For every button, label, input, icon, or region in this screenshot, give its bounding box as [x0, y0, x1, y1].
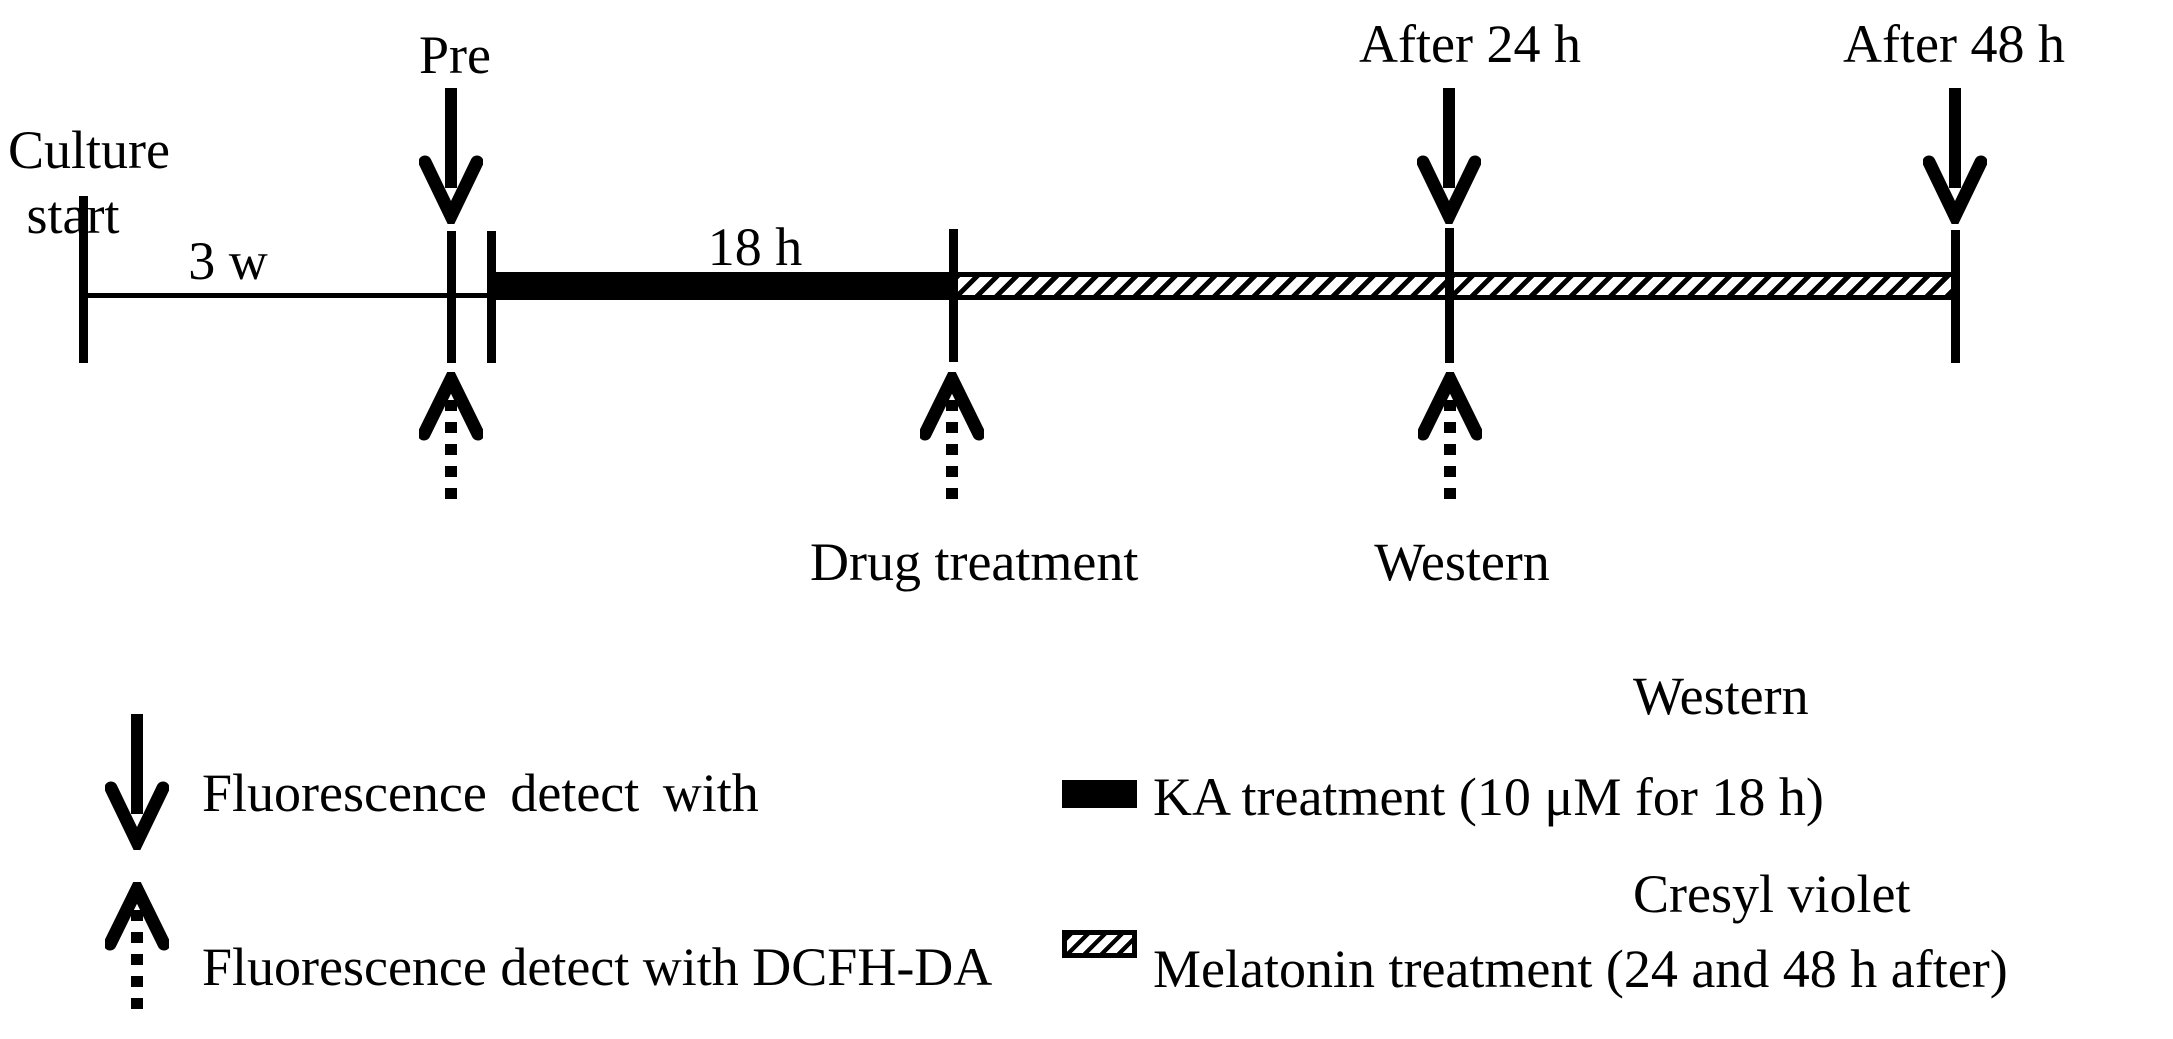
interval-3w-label: 3 w — [188, 231, 268, 291]
western-48h-line2: Cresyl violet — [1633, 864, 1911, 924]
legend-dashed-arrow-icon — [105, 882, 169, 1022]
ka-bar — [496, 272, 953, 300]
after-48h-tick — [1951, 230, 1960, 363]
culture-start-label: Culture start — [8, 118, 170, 248]
legend-dashed-arrow-label: Fluorescence detect with DCFH-DA — [202, 937, 993, 997]
drug-treatment-label: Drug treatment — [810, 532, 1139, 592]
after-24h-arrow-icon — [1417, 86, 1481, 224]
drug-dashed-arrow-icon — [920, 372, 984, 506]
ka-start-tick — [487, 231, 496, 363]
pre-tick — [447, 231, 456, 363]
ka-duration-label: 18 h — [707, 217, 803, 277]
legend-solid-arrow-icon — [105, 712, 169, 850]
pre-dashed-arrow-icon — [419, 372, 483, 506]
culture-start-line1: Culture — [8, 120, 170, 180]
western-48h-line1: Western — [1633, 666, 1809, 726]
pre-label: Pre — [419, 25, 491, 85]
culture-start-tick — [79, 196, 88, 363]
pre-culture-line — [83, 293, 496, 298]
drug-treatment-tick — [949, 229, 958, 362]
melatonin-bar — [953, 272, 1956, 300]
pre-arrow-icon — [419, 86, 483, 224]
after-48h-label: After 48 h — [1843, 14, 2065, 74]
legend-solid-arrow-label: Fluorescence detect with — [202, 763, 759, 823]
after-48h-arrow-icon — [1923, 86, 1987, 224]
western-24h-label: Western — [1374, 532, 1550, 592]
legend-ka-swatch — [1062, 780, 1137, 808]
after-24h-label: After 24 h — [1359, 14, 1581, 74]
after-24h-tick — [1445, 228, 1454, 363]
legend-melatonin-label: Melatonin treatment (24 and 48 h after) — [1153, 939, 2008, 999]
legend-ka-label: KA treatment (10 μM for 18 h) — [1153, 767, 1824, 827]
after-24h-dashed-arrow-icon — [1418, 372, 1482, 506]
legend-melatonin-swatch — [1062, 930, 1137, 958]
western-48h-label: Western Cresyl violet — [1633, 531, 1910, 1039]
culture-start-line2: start — [26, 185, 120, 245]
